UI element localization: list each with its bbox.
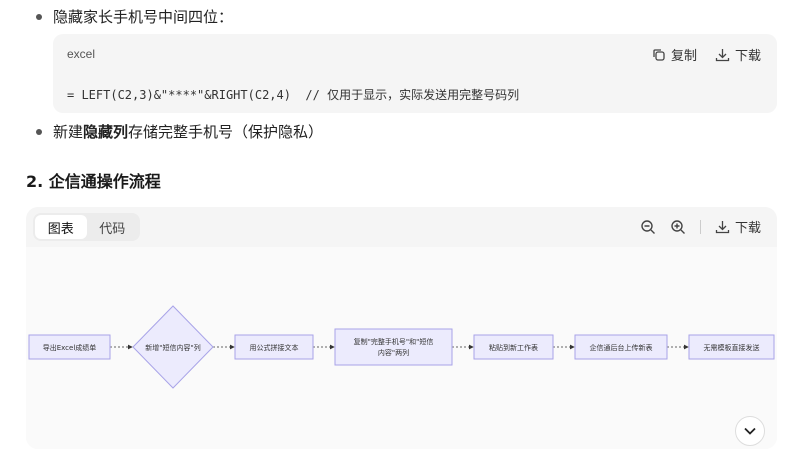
copy-label: 复制 <box>670 49 697 64</box>
flow-node-label: 导出Excel成绩单 <box>43 343 97 352</box>
zoom-in-icon[interactable] <box>670 219 686 235</box>
flow-node-copy <box>334 328 453 366</box>
diagram-actions: 下载 <box>640 217 761 236</box>
bullet-text: 新建隐藏列存储完整手机号（保护隐私） <box>53 122 323 142</box>
toolbar-divider <box>699 219 701 234</box>
tab-chart[interactable]: 图表 <box>35 215 87 239</box>
view-tabs: 图表 代码 <box>33 213 140 241</box>
section-heading: 2. 企信通操作流程 <box>26 172 161 191</box>
flow-node-label: 粘贴到新工作表 <box>489 343 538 352</box>
scroll-down-button[interactable] <box>735 416 765 446</box>
bullet-dot <box>36 14 42 20</box>
code-block: excel 复制 下载 = LEFT(C2,3)&"****"&RIGHT(C2… <box>53 34 777 113</box>
bullet-bold: 隐藏列 <box>83 123 129 141</box>
flow-node-label: 复制"完整手机号"和"短信 <box>354 337 434 346</box>
flow-node-export <box>28 334 111 360</box>
bullet-suffix: 存储完整手机号（保护隐私） <box>128 123 324 141</box>
flow-node-label: 无需模板直接发送 <box>704 343 760 352</box>
flow-node-paste <box>473 334 554 360</box>
download-label: 下载 <box>734 221 761 236</box>
bullet-text: 隐藏家长手机号中间四位： <box>53 8 234 26</box>
flow-node-decision <box>132 305 214 389</box>
chevron-down-icon <box>744 427 756 435</box>
bullet-dot <box>36 129 42 135</box>
code-line: = LEFT(C2,3)&"****"&RIGHT(C2,4) // 仅用于显示… <box>67 88 520 102</box>
diagram-download-button[interactable]: 下载 <box>715 217 761 236</box>
code-actions: 复制 下载 <box>652 45 761 64</box>
flow-node-label: 内容"两列 <box>378 348 409 357</box>
flow-node-label: 用公式拼接文本 <box>250 343 299 352</box>
flow-node-send <box>688 334 775 360</box>
download-icon <box>715 220 730 233</box>
flow-node-label: 企信通后台上传新表 <box>590 343 653 352</box>
code-language: excel <box>67 47 96 61</box>
flowchart: 导出Excel成绩单 新增"短信内容"列 用公式拼接文本 复制"完整手机号"和"… <box>28 305 775 389</box>
flow-node-upload <box>574 334 668 360</box>
copy-icon <box>653 48 665 61</box>
diagram-card: 图表 代码 下载 <box>26 207 777 449</box>
download-icon <box>715 48 730 61</box>
zoom-out-icon[interactable] <box>640 219 656 235</box>
diagram-canvas[interactable]: 导出Excel成绩单 新增"短信内容"列 用公式拼接文本 复制"完整手机号"和"… <box>26 247 777 449</box>
flow-node-label: 新增"短信内容"列 <box>145 343 200 352</box>
download-label: 下载 <box>734 49 761 64</box>
tab-code[interactable]: 代码 <box>99 221 126 237</box>
copy-button[interactable]: 复制 <box>652 45 697 64</box>
flow-node-formula <box>234 334 314 360</box>
bullet-prefix: 新建 <box>53 123 84 141</box>
download-button[interactable]: 下载 <box>715 45 761 64</box>
